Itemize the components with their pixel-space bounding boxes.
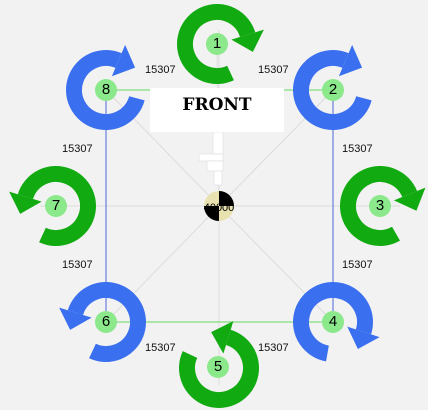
- motor-5-rotation-arrowhead-icon: [211, 321, 234, 354]
- flight-controller-icon: [204, 191, 234, 221]
- motor-8-rotation-arc: [66, 50, 145, 130]
- distance-label-8-1: 15307: [145, 64, 176, 76]
- motor-3-rotation-arc: [340, 166, 418, 246]
- motor-2-rotation-arrowhead-icon: [338, 44, 363, 77]
- front-box: [150, 88, 284, 132]
- front-label: FRONT: [182, 95, 252, 115]
- motor-4-rotation-arc: [293, 282, 373, 362]
- distance-label-5-4: 15307: [258, 342, 289, 354]
- motor-6-rotation-arrowhead-icon: [59, 307, 92, 330]
- motor-8-label: 8: [95, 79, 117, 101]
- motor-1-rotation-arc: [177, 4, 256, 84]
- motor-5-label: 5: [207, 356, 229, 378]
- motor-3-label: 3: [369, 195, 391, 217]
- front-pointer-icon: [198, 131, 224, 186]
- motor-6-rotation-arc: [67, 282, 146, 362]
- motor-4-rotation-arrowhead-icon: [347, 326, 380, 350]
- distance-label-6-5: 15307: [145, 342, 176, 354]
- motor-1-rotation-arrowhead-icon: [231, 29, 264, 52]
- motor-7-rotation-arrowhead-icon: [9, 191, 42, 214]
- motor-5-rotation-arc: [179, 329, 259, 408]
- distance-label-2-3: 15307: [342, 143, 373, 155]
- motor-2-rotation-arc: [293, 50, 372, 130]
- center-value-label: 40000: [203, 202, 235, 214]
- motor-8-rotation-arrowhead-icon: [111, 44, 136, 77]
- motor-1-label: 1: [206, 33, 228, 55]
- motor-7-label: 7: [45, 195, 67, 217]
- distance-label-8-7: 15307: [62, 143, 93, 155]
- rotor-arrows: [9, 4, 426, 408]
- distance-label-7-6: 15307: [62, 259, 93, 271]
- motor-2-label: 2: [322, 79, 344, 101]
- distance-label-3-4: 15307: [342, 259, 373, 271]
- motor-7-rotation-arc: [17, 166, 96, 246]
- motor-3-rotation-arrowhead-icon: [393, 187, 426, 211]
- distance-label-1-2: 15307: [258, 64, 289, 76]
- motor-6-label: 6: [95, 311, 117, 333]
- motor-4-label: 4: [322, 311, 344, 333]
